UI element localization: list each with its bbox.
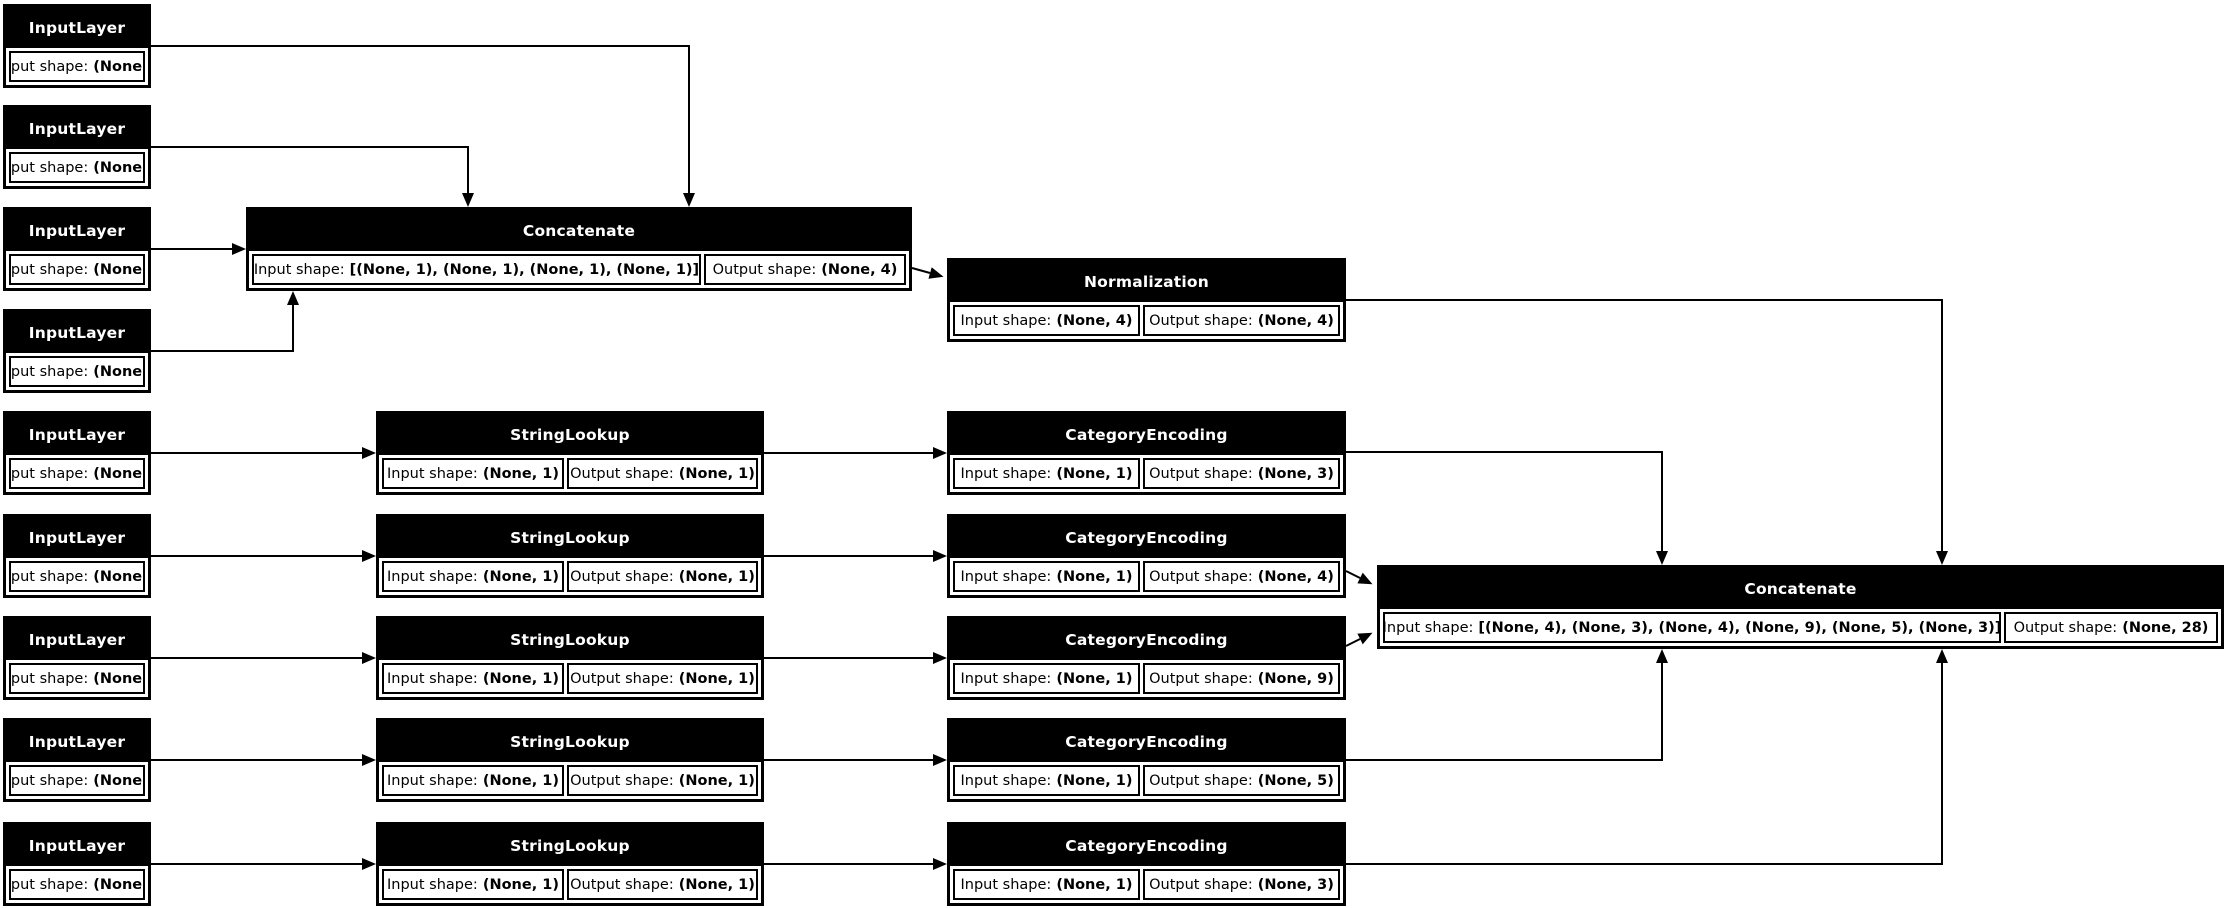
edge-input4-concat1 — [151, 291, 299, 352]
node-input-layer-7: InputLayer Output shape:(None, 1) — [3, 616, 151, 700]
node-title: InputLayer — [6, 517, 148, 558]
input-shape-cell: Input shape:(None, 1) — [953, 561, 1140, 592]
node-string-lookup-4: StringLookup Input shape:(None, 1) Outpu… — [376, 718, 764, 802]
node-category-encoding-3: CategoryEncoding Input shape:(None, 1) O… — [947, 616, 1346, 700]
edge-concat1-normalization — [911, 267, 944, 279]
node-title: Normalization — [950, 261, 1343, 302]
edge-encoding5-concat2 — [1346, 649, 1948, 865]
edge-encoding4-concat2 — [1346, 649, 1668, 761]
edge-encoding2-concat2 — [1345, 570, 1373, 585]
output-shape-cell: Output shape:(None, 1) — [567, 458, 758, 489]
output-shape-cell: Output shape:(None, 1) — [567, 765, 758, 796]
output-shape-cell: Output shape:(None, 3) — [1143, 869, 1340, 900]
node-title: InputLayer — [6, 7, 148, 48]
output-shape-cell: Output shape:(None, 5) — [1143, 765, 1340, 796]
node-title: CategoryEncoding — [950, 619, 1343, 660]
node-concatenate-2: Concatenate Input shape:[(None, 4), (Non… — [1377, 565, 2224, 649]
node-input-layer-4: InputLayer Output shape:(None, 1) — [3, 309, 151, 393]
node-string-lookup-2: StringLookup Input shape:(None, 1) Outpu… — [376, 514, 764, 598]
input-shape-cell: Input shape:[(None, 1), (None, 1), (None… — [252, 254, 701, 285]
output-shape-cell: Output shape:(None, 4) — [704, 254, 906, 285]
node-normalization: Normalization Input shape:(None, 4) Outp… — [947, 258, 1346, 342]
node-input-layer-3: InputLayer Output shape:(None, 1) — [3, 207, 151, 291]
input-shape-cell: Input shape:(None, 1) — [382, 765, 564, 796]
node-title: CategoryEncoding — [950, 825, 1343, 866]
input-shape-cell: Input shape:(None, 1) — [953, 765, 1140, 796]
node-input-layer-6: InputLayer Output shape:(None, 1) — [3, 514, 151, 598]
input-shape-cell: Input shape:(None, 1) — [953, 458, 1140, 489]
input-shape-cell: Input shape:(None, 1) — [953, 663, 1140, 694]
node-string-lookup-5: StringLookup Input shape:(None, 1) Outpu… — [376, 822, 764, 906]
node-title: StringLookup — [379, 414, 761, 455]
node-title: InputLayer — [6, 108, 148, 149]
node-title: Concatenate — [1380, 568, 2221, 609]
input-shape-cell: Input shape:(None, 1) — [382, 561, 564, 592]
edge-input1-concat1 — [151, 45, 695, 207]
input-shape-cell: Input shape:(None, 1) — [382, 869, 564, 900]
output-shape-cell: Output shape:(None, 1) — [9, 663, 145, 694]
output-shape-cell: Output shape:(None, 1) — [9, 254, 145, 285]
node-title: InputLayer — [6, 312, 148, 353]
output-shape-cell: Output shape:(None, 1) — [567, 561, 758, 592]
edge-encoding1-concat2 — [1346, 451, 1668, 565]
edge-input2-concat1 — [151, 146, 474, 207]
output-shape-cell: Output shape:(None, 1) — [9, 152, 145, 183]
node-title: InputLayer — [6, 619, 148, 660]
node-input-layer-2: InputLayer Output shape:(None, 1) — [3, 105, 151, 189]
node-concatenate-1: Concatenate Input shape:[(None, 1), (Non… — [246, 207, 912, 291]
node-title: CategoryEncoding — [950, 517, 1343, 558]
output-shape-cell: Output shape:(None, 1) — [567, 663, 758, 694]
node-title: InputLayer — [6, 825, 148, 866]
node-category-encoding-1: CategoryEncoding Input shape:(None, 1) O… — [947, 411, 1346, 495]
output-shape-cell: Output shape:(None, 4) — [1143, 561, 1340, 592]
input-shape-cell: Input shape:(None, 1) — [382, 458, 564, 489]
output-shape-cell: Output shape:(None, 4) — [1143, 305, 1340, 336]
output-shape-cell: Output shape:(None, 1) — [9, 869, 145, 900]
node-title: Concatenate — [249, 210, 909, 251]
node-title: InputLayer — [6, 414, 148, 455]
output-shape-cell: Output shape:(None, 9) — [1143, 663, 1340, 694]
input-shape-cell: Input shape:[(None, 4), (None, 3), (None… — [1383, 612, 2001, 643]
edge-encoding3-concat2 — [1345, 632, 1373, 647]
output-shape-cell: Output shape:(None, 3) — [1143, 458, 1340, 489]
node-title: CategoryEncoding — [950, 414, 1343, 455]
node-string-lookup-3: StringLookup Input shape:(None, 1) Outpu… — [376, 616, 764, 700]
node-input-layer-1: InputLayer Output shape:(None, 1) — [3, 4, 151, 88]
input-shape-cell: Input shape:(None, 1) — [382, 663, 564, 694]
node-input-layer-8: InputLayer Output shape:(None, 1) — [3, 718, 151, 802]
input-shape-cell: Input shape:(None, 4) — [953, 305, 1140, 336]
node-title: StringLookup — [379, 619, 761, 660]
node-category-encoding-4: CategoryEncoding Input shape:(None, 1) O… — [947, 718, 1346, 802]
node-title: InputLayer — [6, 721, 148, 762]
output-shape-cell: Output shape:(None, 1) — [567, 869, 758, 900]
node-input-layer-9: InputLayer Output shape:(None, 1) — [3, 822, 151, 906]
node-title: InputLayer — [6, 210, 148, 251]
input-shape-cell: Input shape:(None, 1) — [953, 869, 1140, 900]
output-shape-cell: Output shape:(None, 28) — [2004, 612, 2218, 643]
output-shape-cell: Output shape:(None, 1) — [9, 561, 145, 592]
node-title: CategoryEncoding — [950, 721, 1343, 762]
node-category-encoding-5: CategoryEncoding Input shape:(None, 1) O… — [947, 822, 1346, 906]
output-shape-cell: Output shape:(None, 1) — [9, 458, 145, 489]
output-shape-cell: Output shape:(None, 1) — [9, 765, 145, 796]
node-title: StringLookup — [379, 517, 761, 558]
output-shape-cell: Output shape:(None, 1) — [9, 356, 145, 387]
node-title: StringLookup — [379, 721, 761, 762]
node-string-lookup-1: StringLookup Input shape:(None, 1) Outpu… — [376, 411, 764, 495]
node-input-layer-5: InputLayer Output shape:(None, 1) — [3, 411, 151, 495]
edge-normalization-concat2 — [1346, 299, 1948, 565]
output-shape-cell: Output shape:(None, 1) — [9, 51, 145, 82]
node-title: StringLookup — [379, 825, 761, 866]
node-category-encoding-2: CategoryEncoding Input shape:(None, 1) O… — [947, 514, 1346, 598]
